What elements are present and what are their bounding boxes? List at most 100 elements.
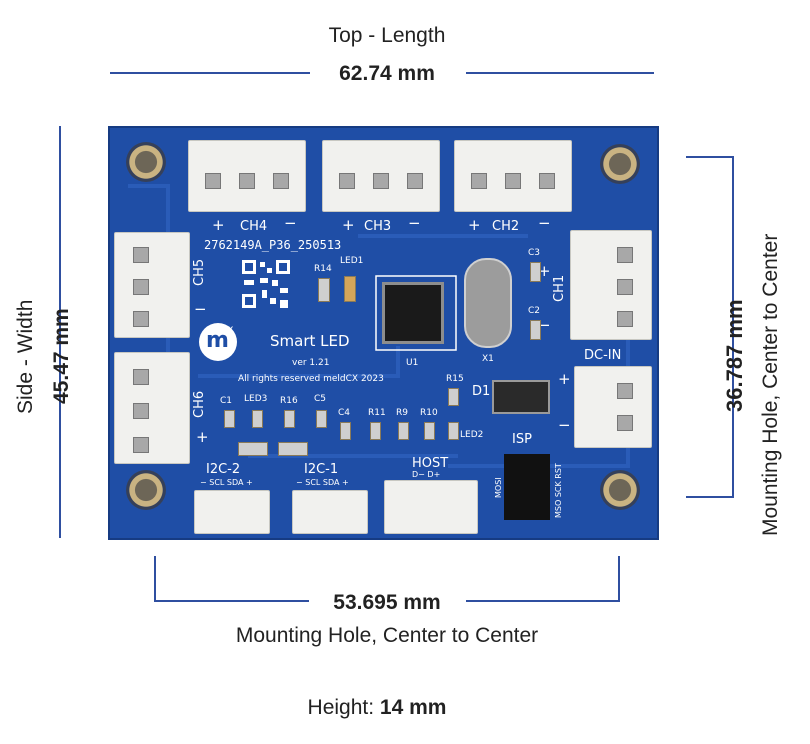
- mount-bottom-line-right: [466, 600, 620, 602]
- silk-plus-ch2: +: [468, 216, 481, 234]
- silk-r9: R9: [396, 408, 408, 418]
- mount-right-line: [732, 156, 734, 498]
- silk-led2: LED2: [460, 430, 484, 440]
- logo-text: m: [206, 328, 229, 353]
- mount-right-value: 36.787 mm: [722, 299, 747, 412]
- top-length-title: Top - Length: [328, 24, 446, 47]
- silk-serial: 2762149A_P36_250513: [204, 238, 342, 252]
- silk-minus-ch4: −: [284, 214, 297, 232]
- silk-plus-dc: +: [558, 370, 571, 388]
- silk-ch6: CH6: [192, 390, 207, 418]
- mounting-hole-top-left: [126, 142, 166, 182]
- top-dimension-line-left: [110, 72, 310, 74]
- resistor-r15: [448, 388, 459, 406]
- connector-ch5: [114, 232, 190, 338]
- silk-dc-in: DC-IN: [584, 348, 622, 363]
- mcu-chip-u1: [382, 282, 444, 344]
- silk-host-pins: D− D+: [412, 470, 441, 479]
- silk-r14: R14: [314, 264, 332, 274]
- resistor-r11: [370, 422, 381, 440]
- silk-d1: D1: [472, 384, 491, 399]
- connector-host[interactable]: [384, 480, 478, 534]
- side-dimension-line: [59, 126, 61, 538]
- led2: [448, 422, 459, 440]
- capacitor-c2: [530, 320, 541, 340]
- silk-led1: LED1: [340, 256, 364, 266]
- led1: [344, 276, 356, 302]
- connector-ch2: [454, 140, 572, 212]
- mount-bottom-value: 53.695 mm: [333, 591, 441, 614]
- silk-isp: ISP: [512, 432, 532, 447]
- silk-c5: C5: [314, 394, 327, 404]
- silk-i2c2: I2C-2: [206, 462, 241, 477]
- mount-bottom-tick-right: [618, 556, 620, 602]
- height-label: Height:: [307, 696, 380, 719]
- silk-plus-ch1: +: [538, 262, 551, 280]
- silk-product: Smart LED: [270, 332, 350, 350]
- silk-minus-dc: −: [558, 416, 571, 434]
- connector-i2c2[interactable]: [194, 490, 270, 534]
- capacitor-c3: [530, 262, 541, 282]
- mcx-logo-icon: [199, 323, 237, 361]
- top-length-value: 62.74 mm: [339, 62, 435, 85]
- height-line: Height: 14 mm: [308, 696, 447, 720]
- connector-ch3: [322, 140, 440, 212]
- silk-x1: X1: [482, 354, 494, 364]
- silk-r11: R11: [368, 408, 386, 418]
- silk-led3: LED3: [244, 394, 268, 404]
- silk-i2c2-pins: − SCL SDA +: [200, 478, 253, 487]
- side-width-value: 45.47 mm: [50, 308, 73, 404]
- led3: [252, 410, 263, 428]
- mount-right-label: Mounting Hole, Center to Center: [759, 233, 782, 536]
- top-dimension-line-right: [466, 72, 654, 74]
- silk-copyright: All rights reserved meldCX 2023: [238, 374, 384, 384]
- mount-bottom-tick-left: [154, 556, 156, 602]
- capacitor-c1: [224, 410, 235, 428]
- silk-i2c1-pins: − SCL SDA +: [296, 478, 349, 487]
- silk-r15: R15: [446, 374, 464, 384]
- diode-d1: [492, 380, 550, 414]
- silk-r10: R10: [420, 408, 438, 418]
- logo-sup: cx: [222, 324, 234, 335]
- resistor-pair-right: [278, 442, 308, 456]
- silk-minus-ch2: −: [538, 214, 551, 232]
- silk-ch1: CH1: [552, 274, 567, 302]
- silk-i2c1: I2C-1: [304, 462, 339, 477]
- mounting-hole-bottom-left: [126, 470, 166, 510]
- connector-i2c1[interactable]: [292, 490, 368, 534]
- silk-isp-right: MSO SCK RST: [554, 463, 563, 518]
- mounting-hole-top-right: [600, 144, 640, 184]
- height-value: 14 mm: [379, 696, 447, 719]
- silk-r16: R16: [280, 396, 298, 406]
- silk-minus-ch3: −: [408, 214, 421, 232]
- silk-ch4: CH4: [240, 219, 268, 234]
- mount-right-tick-bottom: [686, 496, 734, 498]
- silk-c1: C1: [220, 396, 233, 406]
- silk-c3: C3: [528, 248, 541, 258]
- pcb-board: + CH4 − + CH3 − + CH2 − CH5 CH6 − + CH1 …: [108, 126, 659, 540]
- connector-dc-in: [574, 366, 652, 448]
- capacitor-c4: [340, 422, 351, 440]
- connector-ch4: [188, 140, 306, 212]
- capacitor-c5: [316, 410, 327, 428]
- mount-right-tick-top: [686, 156, 734, 158]
- mounting-hole-bottom-right: [600, 470, 640, 510]
- resistor-r14: [318, 278, 330, 302]
- silk-minus-ch1: −: [538, 316, 551, 334]
- silk-host: HOST: [412, 456, 449, 471]
- side-width-title: Side - Width: [14, 299, 37, 414]
- silk-c2: C2: [528, 306, 541, 316]
- silk-u1: U1: [406, 358, 419, 368]
- mount-bottom-line-left: [154, 600, 309, 602]
- silk-plus-ch4: +: [212, 216, 225, 234]
- crystal-x1: [464, 258, 512, 348]
- connector-ch6: [114, 352, 190, 464]
- silk-ch2: CH2: [492, 219, 520, 234]
- silk-ch5: CH5: [192, 258, 207, 286]
- silk-c4: C4: [338, 408, 351, 418]
- isp-header[interactable]: [504, 454, 550, 520]
- silk-isp-left: MOSI: [494, 477, 503, 498]
- resistor-r9: [398, 422, 409, 440]
- silk-version: ver 1.21: [292, 358, 330, 368]
- qr-code-icon: [240, 258, 292, 310]
